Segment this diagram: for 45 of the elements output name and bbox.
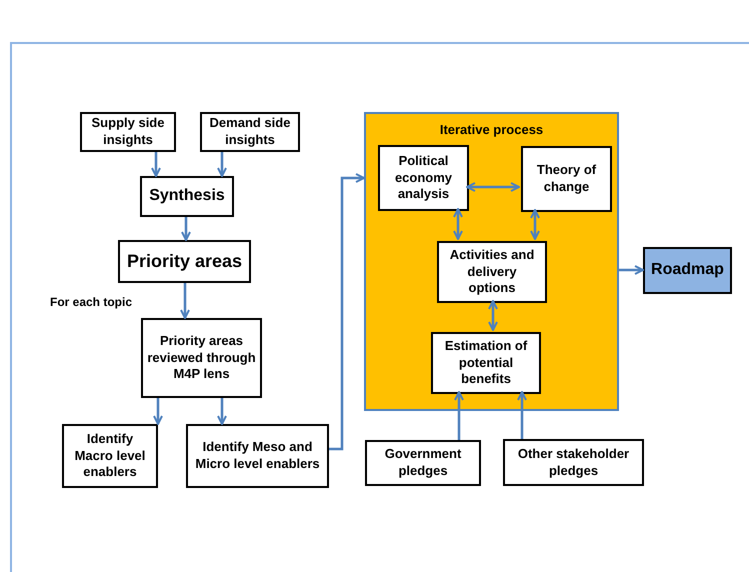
arrow [453, 208, 463, 240]
process-box [503, 439, 644, 486]
process-box [365, 440, 481, 486]
process-group-box [364, 112, 619, 411]
box-text: Supply side insights [90, 115, 166, 149]
arrow [454, 391, 464, 440]
process-box [186, 424, 329, 488]
box-text: Synthesis [149, 186, 225, 206]
arrow [153, 398, 163, 425]
note-text: For each topic [50, 294, 132, 311]
output-box [643, 247, 732, 294]
box-text: Identify Macro level enablers [74, 430, 146, 482]
arrow [181, 217, 191, 241]
box-text: Identify Meso and Micro level enablers [194, 439, 321, 473]
arrow [151, 152, 161, 177]
box-text: Theory of change [536, 162, 598, 196]
box-text: Activities and delivery options [448, 246, 536, 298]
arrow [217, 152, 227, 177]
arrow [619, 265, 644, 275]
process-box [118, 240, 251, 283]
arrow [530, 209, 540, 240]
box-text: Political economy analysis [394, 152, 454, 204]
process-box [62, 424, 158, 488]
arrow [517, 391, 527, 439]
arrow [217, 398, 227, 425]
box-text: Roadmap [651, 260, 724, 280]
box-text: Priority areas [126, 250, 242, 273]
process-box [140, 176, 234, 217]
process-box [80, 112, 176, 152]
box-text: Priority areas reviewed through M4P lens [147, 332, 256, 384]
process-box [431, 332, 541, 394]
box-text: Government pledges [384, 446, 462, 480]
process-box [437, 241, 547, 303]
box-text: Other stakeholder pledges [516, 446, 630, 480]
process-box [200, 112, 300, 152]
process-box [378, 145, 469, 211]
process-box [521, 146, 612, 212]
arrow [488, 300, 498, 331]
process-box [141, 318, 262, 398]
arrow [466, 182, 520, 192]
arrow [329, 173, 365, 450]
arrow [180, 283, 190, 319]
box-text: Demand side insights [208, 115, 292, 149]
group-heading: Iterative process [438, 122, 544, 138]
box-text: Estimation of potential benefits [444, 338, 528, 388]
